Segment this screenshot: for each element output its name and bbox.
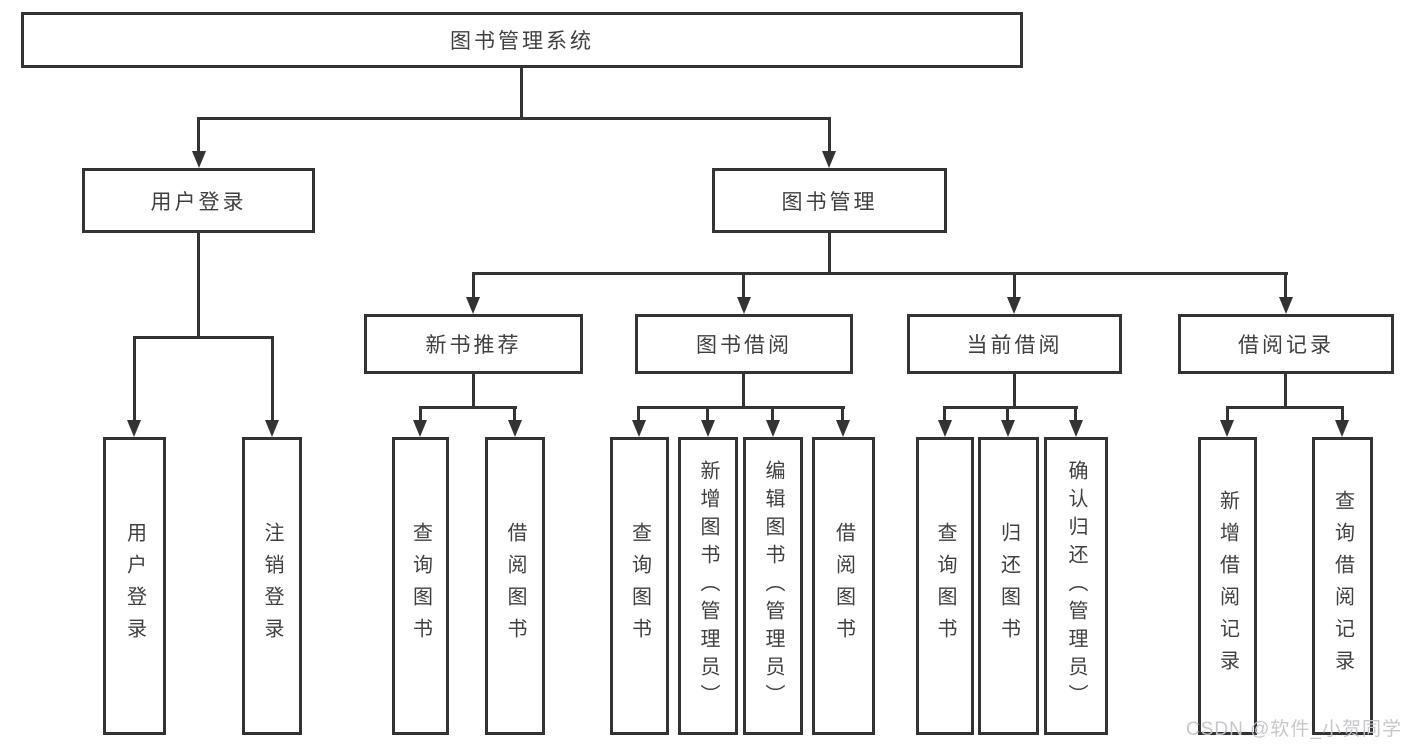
arrowhead-icon [192, 151, 206, 168]
leaf-add-borrow-record: 新增借阅记录 [1198, 437, 1257, 735]
arrowhead-icon [1335, 420, 1349, 437]
leaf-label: 新增图书（管理员） [697, 460, 719, 712]
node-book-management: 图书管理 [712, 168, 947, 233]
connector-line [1006, 406, 1009, 422]
connector-line [943, 406, 946, 422]
arrowhead-icon [701, 420, 715, 437]
connector-line [133, 336, 274, 339]
connector-line [637, 406, 845, 409]
node-label: 借阅记录 [1238, 334, 1334, 357]
arrowhead-icon [766, 420, 780, 437]
leaf-label: 编辑图书（管理员） [762, 460, 784, 712]
leaf-logout: 注销登录 [242, 437, 302, 735]
connector-line [742, 272, 745, 298]
node-label: 图书借阅 [696, 334, 792, 357]
leaf-label: 查询图书 [628, 522, 651, 650]
arrowhead-icon [265, 420, 279, 437]
connector-line [1341, 406, 1344, 422]
arrowhead-icon [1279, 297, 1293, 314]
node-label: 当前借阅 [966, 334, 1063, 357]
connector-line [637, 406, 640, 422]
node-borrow-records: 借阅记录 [1178, 314, 1394, 374]
connector-line [1226, 406, 1229, 422]
arrowhead-icon [1001, 420, 1015, 437]
connector-line [828, 117, 831, 152]
node-current-borrow: 当前借阅 [907, 314, 1122, 374]
leaf-return-books: 归还图书 [978, 437, 1039, 735]
arrowhead-icon [413, 420, 427, 437]
leaf-add-book-admin: 新增图书（管理员） [678, 437, 738, 735]
leaf-label: 注销登录 [261, 522, 283, 650]
leaf-label: 查询图书 [409, 522, 432, 650]
leaf-label: 查询图书 [934, 522, 956, 650]
leaf-query-books-recommend: 查询图书 [392, 437, 449, 735]
node-label: 新书推荐 [425, 334, 522, 357]
connector-line [943, 406, 1078, 409]
leaf-label: 借阅图书 [832, 522, 855, 650]
connector-line [841, 406, 844, 422]
node-book-borrow: 图书借阅 [635, 314, 853, 374]
connector-line [133, 336, 136, 422]
arrowhead-icon [938, 420, 952, 437]
connector-line [419, 406, 517, 409]
leaf-label: 新增借阅记录 [1216, 490, 1239, 682]
arrowhead-icon [1220, 420, 1234, 437]
leaf-query-borrow-record: 查询借阅记录 [1312, 437, 1373, 735]
connector-line [419, 406, 422, 422]
node-user-login: 用户登录 [82, 168, 315, 233]
csdn-watermark: CSDN @软件_小贺同学 [1186, 719, 1402, 740]
arrowhead-icon [632, 420, 646, 437]
connector-line [197, 117, 200, 152]
node-label: 图书管理 [781, 190, 878, 214]
leaf-label: 借阅图书 [504, 522, 526, 650]
leaf-borrow-books-recommend: 借阅图书 [485, 437, 545, 735]
arrowhead-icon [1007, 297, 1021, 314]
leaf-label: 用户登录 [123, 522, 146, 650]
connector-line [197, 117, 831, 120]
arrowhead-icon [466, 297, 480, 314]
leaf-query-books-current: 查询图书 [916, 437, 974, 735]
connector-line [513, 406, 516, 422]
node-label: 图书管理系统 [450, 30, 594, 53]
connector-line [1013, 374, 1016, 409]
connector-line [706, 406, 709, 422]
connector-line [271, 336, 274, 422]
leaf-user-login: 用户登录 [103, 437, 166, 735]
connector-line [472, 272, 1288, 275]
leaf-label: 确认归还（管理员） [1065, 460, 1087, 712]
connector-line [1284, 374, 1287, 409]
leaf-label: 查询借阅记录 [1331, 490, 1354, 682]
arrowhead-icon [836, 420, 850, 437]
connector-line [1284, 272, 1287, 298]
connector-line [472, 272, 475, 298]
node-label: 用户登录 [150, 190, 247, 214]
arrowhead-icon [127, 420, 141, 437]
leaf-edit-book-admin: 编辑图书（管理员） [743, 437, 803, 735]
node-new-book-recommend: 新书推荐 [364, 314, 583, 374]
leaf-label: 归还图书 [997, 522, 1020, 650]
connector-line [1226, 406, 1344, 409]
arrowhead-icon [737, 297, 751, 314]
arrowhead-icon [1069, 420, 1083, 437]
connector-line [742, 374, 745, 409]
connector-line [520, 68, 523, 119]
leaf-borrow-books: 借阅图书 [812, 437, 875, 735]
connector-line [828, 233, 831, 275]
connector-line [472, 374, 475, 409]
arrowhead-icon [822, 151, 836, 168]
arrowhead-icon [508, 420, 522, 437]
node-library-management-system: 图书管理系统 [21, 12, 1023, 68]
leaf-query-books-borrow: 查询图书 [610, 437, 669, 735]
connector-line [197, 233, 200, 339]
connector-line [1013, 272, 1016, 298]
connector-line [771, 406, 774, 422]
connector-line [1074, 406, 1077, 422]
leaf-confirm-return-admin: 确认归还（管理员） [1044, 437, 1108, 735]
